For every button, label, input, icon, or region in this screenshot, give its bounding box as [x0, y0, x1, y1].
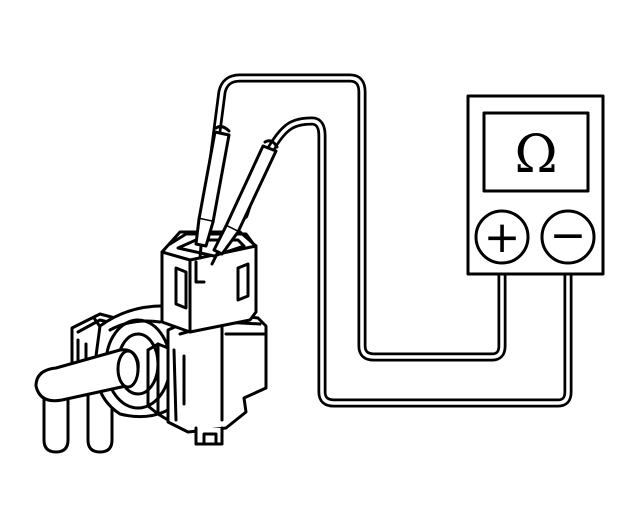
probe-positive	[194, 125, 231, 260]
multimeter: Ω + −	[466, 94, 605, 276]
ohm-symbol: Ω	[514, 125, 557, 185]
positive-jack	[474, 209, 530, 265]
negative-sign: −	[550, 210, 587, 261]
solenoid-valve	[34, 230, 268, 454]
electrical-connector	[160, 230, 258, 334]
positive-sign: +	[484, 212, 521, 263]
vacuum-port-lower	[42, 386, 114, 454]
multimeter-display	[482, 111, 590, 193]
valve-nozzle	[34, 348, 140, 403]
probe-negative	[210, 139, 279, 266]
lead-wire-positive	[201, 73, 507, 362]
negative-jack	[540, 209, 596, 265]
lead-wire-negative	[239, 116, 573, 408]
mounting-tab	[194, 426, 224, 446]
